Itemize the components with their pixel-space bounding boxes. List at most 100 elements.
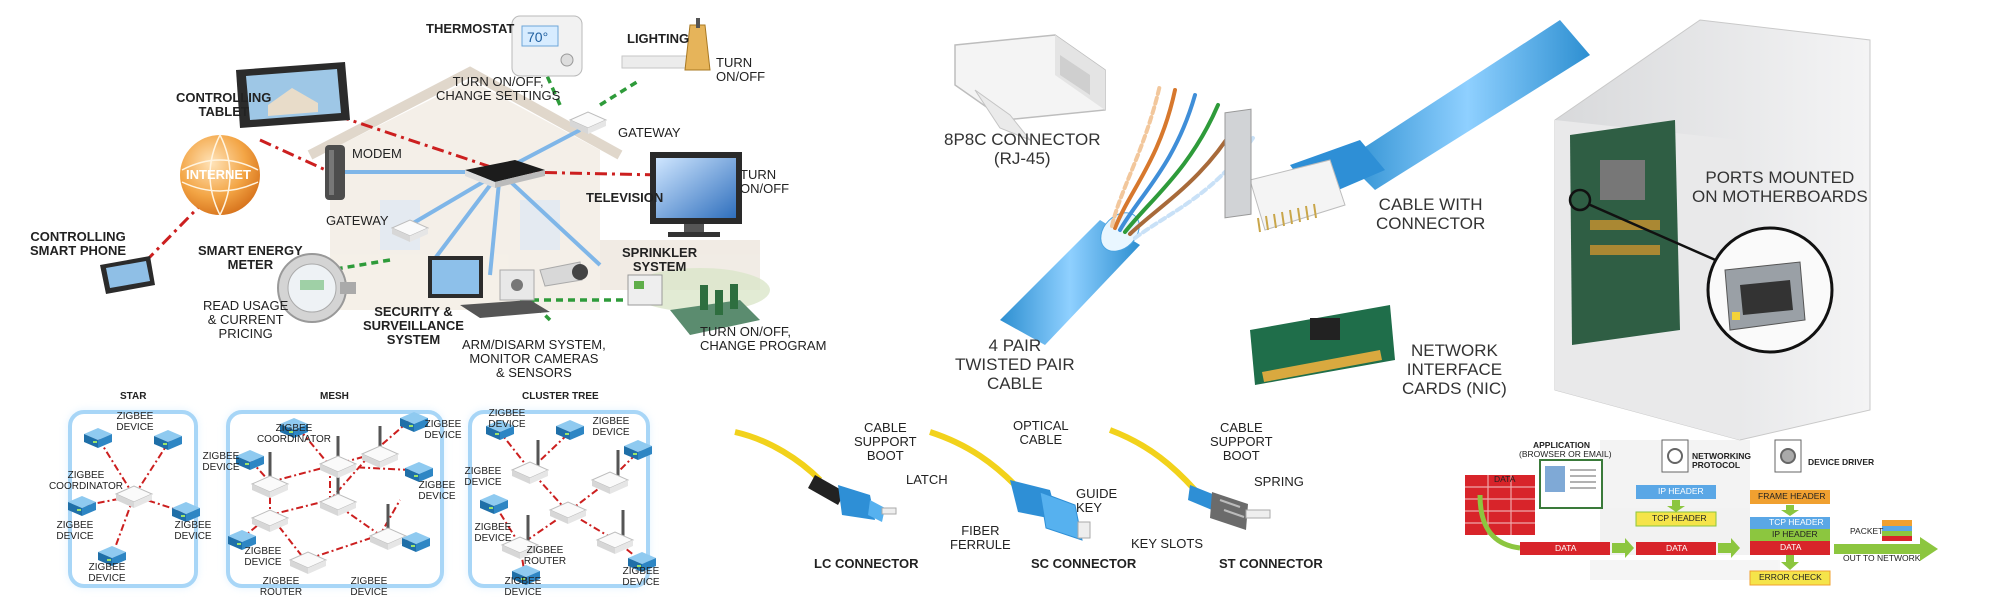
data-strip-1 <box>1520 542 1610 555</box>
mesh-device-label: ZIGBEE DEVICE <box>202 451 240 473</box>
star-title: STAR <box>120 391 147 402</box>
thermostat-action-line-2: CHANGE SETTINGS <box>436 88 561 103</box>
computer-tower <box>1554 19 1871 441</box>
thermostat-action-line-1: TURN ON/OFF, <box>452 74 544 89</box>
arm-disarm-line-3: & SENSORS <box>495 365 572 380</box>
error-check-box <box>1749 570 1831 586</box>
guide-key-label: GUIDE KEY <box>1076 487 1117 515</box>
ports-mounted-line-2: ON MOTHERBOARDS <box>1692 187 1868 206</box>
smart-phone-line-2: SMART PHONE <box>30 243 127 258</box>
read-usage-line-2: & CURRENT <box>207 312 284 327</box>
data-strip-1-label: DATA <box>1555 543 1577 553</box>
ports-mounted-label: PORTS MOUNTED ON MOTHERBOARDS <box>1692 168 1868 206</box>
internet-label: INTERNET <box>186 167 251 182</box>
st-connector-illustration <box>1108 427 1271 530</box>
driver-tcp-box <box>1750 517 1830 529</box>
twisted-pair-line-1: 4 PAIR <box>988 336 1042 355</box>
sprinkler-line-2: SYSTEM <box>632 259 687 274</box>
application-label: APPLICATION <box>1533 440 1590 450</box>
driver-ip-box <box>1750 529 1830 541</box>
cluster-device-label: ZIGBEE DEVICE <box>504 576 542 598</box>
data-stack <box>1465 475 1535 551</box>
device-driver-label: DEVICE DRIVER <box>1808 457 1875 467</box>
tv-action-line-1: TURN <box>740 167 777 182</box>
read-usage-label: READ USAGE & CURRENT PRICING <box>203 299 288 341</box>
smart-energy-meter-line-1: SMART ENERGY <box>198 243 303 258</box>
data-strip-3 <box>1750 541 1830 555</box>
optical-cable-line-2: CABLE <box>1019 432 1063 447</box>
television-label: TELEVISION <box>586 190 664 205</box>
sprinkler-system-label: SPRINKLER SYSTEM <box>622 246 697 274</box>
cable-with-connector <box>1249 20 1590 233</box>
st-cable-support-boot-label: CABLE SUPPORT BOOT <box>1210 421 1273 463</box>
tv-action-line-2: ON/OFF <box>740 181 790 196</box>
st-boot-line-1: CABLE <box>1219 420 1263 435</box>
lc-boot-line-1: CABLE <box>863 420 907 435</box>
lighting-action-line-1: TURN <box>716 55 753 70</box>
application-sub-label: (BROWSER OR EMAIL) <box>1519 449 1612 459</box>
lc-cable-support-boot-label: CABLE SUPPORT BOOT <box>854 421 917 463</box>
twisted-pair-label: 4 PAIR TWISTED PAIR CABLE <box>955 336 1075 393</box>
fiber-ferrule-line-1: FIBER <box>961 523 1000 538</box>
thermostat-device <box>511 15 583 77</box>
fiber-connectors <box>734 427 1271 541</box>
security-surveillance-equipment <box>428 256 588 318</box>
mesh-device-label: ZIGBEE DEVICE <box>350 576 388 598</box>
zigbee-topologies <box>68 410 656 588</box>
controlling-tablet-line-2: TABLET <box>198 104 249 119</box>
twisted-pair-line-3: CABLE <box>986 374 1043 393</box>
nic-line-3: CARDS (NIC) <box>1402 379 1507 398</box>
driver-ip-header-label: IP HEADER <box>1772 529 1818 539</box>
thermostat-display: 70° <box>527 29 549 45</box>
nic-line-2: INTERFACE <box>1406 360 1503 379</box>
nic-line-1: NETWORK <box>1410 341 1498 360</box>
star-coordinator-label: ZIGBEE COORDINATOR <box>48 470 124 492</box>
guide-key-line-1: GUIDE <box>1076 486 1118 501</box>
internet-globe <box>180 134 260 216</box>
controlling-tablet-line-1: CONTROLLING <box>176 90 272 105</box>
data-strip-2 <box>1636 542 1716 555</box>
sc-connector-title: SC CONNECTOR <box>1031 556 1137 571</box>
twisted-pair-line-2: TWISTED PAIR <box>955 355 1075 374</box>
optical-cable-line-1: OPTICAL <box>1013 418 1069 433</box>
network-interface-card <box>1224 108 1395 385</box>
controlling-smart-phone-label: CONTROLLING SMART PHONE <box>30 230 126 258</box>
fiber-ferrule-label: FIBER FERRULE <box>950 524 1011 552</box>
mesh-coordinator-label: ZIGBEE COORDINATOR <box>256 423 332 445</box>
smart-energy-meter-label: SMART ENERGY METER <box>198 244 303 272</box>
st-connector-title: ST CONNECTOR <box>1219 556 1323 571</box>
sprinkler-action-line-2: CHANGE PROGRAM <box>700 338 827 353</box>
cluster-antennas <box>526 440 625 541</box>
networking-protocol-icon <box>1661 439 1689 473</box>
cluster-device-label: ZIGBEE DEVICE <box>464 466 502 488</box>
packet-label: PACKET <box>1850 526 1884 536</box>
out-to-network-label: OUT TO NETWORK <box>1843 553 1921 563</box>
frame-header-label: FRAME HEADER <box>1758 491 1826 501</box>
st-boot-line-2: SUPPORT <box>1210 434 1273 449</box>
modem-device <box>325 145 345 200</box>
mesh-device-label: ZIGBEE DEVICE <box>418 480 456 502</box>
controlling-tablet-device <box>236 62 350 128</box>
cluster-device-label: ZIGBEE DEVICE <box>592 416 630 438</box>
sprinkler-action-label: TURN ON/OFF, CHANGE PROGRAM <box>700 325 826 353</box>
data-strip-2-label: DATA <box>1666 543 1688 553</box>
fiber-ferrule-line-2: FERRULE <box>950 537 1011 552</box>
mesh-device-label: ZIGBEE DEVICE <box>244 546 282 568</box>
arm-disarm-label: ARM/DISARM SYSTEM, MONITOR CAMERAS & SEN… <box>462 338 606 380</box>
security-line-1: SECURITY & <box>374 304 453 319</box>
data-stack-label: DATA <box>1494 474 1516 484</box>
smart-home-diagram <box>100 15 770 335</box>
lighting-action-label: TURN ON/OFF <box>716 56 765 84</box>
rj45-connector <box>954 34 1106 142</box>
guide-key-line-2: KEY <box>1076 500 1103 515</box>
cluster-device-label: ZIGBEE DEVICE <box>488 408 526 430</box>
controlling-smart-phone-device <box>100 256 155 294</box>
lighting-action-line-2: ON/OFF <box>716 69 766 84</box>
star-device-label: ZIGBEE DEVICE <box>174 520 212 542</box>
packet-stack <box>1882 520 1912 541</box>
connector-8p8c-label: 8P8C CONNECTOR (RJ-45) <box>944 130 1101 168</box>
ethernet-section <box>954 19 1871 441</box>
sprinkler-line-1: SPRINKLER <box>622 245 698 260</box>
cable-with-connector-line-1: CABLE WITH <box>1378 195 1483 214</box>
